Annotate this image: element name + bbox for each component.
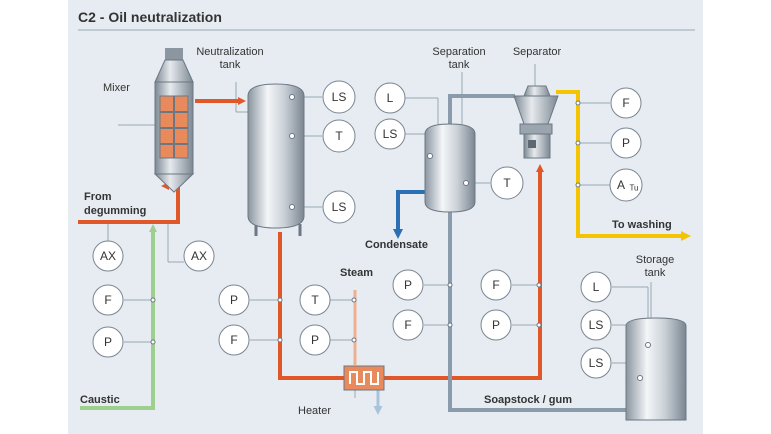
instrument-storage-ls-bottom: LS	[589, 356, 604, 370]
instrument-nline-flow: F	[230, 333, 237, 347]
instrument-ax-in: AX	[100, 249, 116, 263]
instrument-separator-turbidity: A	[617, 178, 625, 192]
condensate-line	[393, 190, 425, 239]
to-washing-line	[556, 90, 691, 241]
heater-label: Heater	[298, 405, 331, 417]
neutralization-tank-label-1: Neutralization	[196, 46, 263, 58]
sensor-point	[463, 180, 469, 186]
mixer	[153, 48, 195, 193]
separation-tank	[424, 123, 476, 213]
instrument-ntank-temp: T	[335, 129, 343, 143]
neutralization-tank-label-2: tank	[220, 59, 241, 71]
instrument-steam-pressure: P	[311, 333, 319, 347]
instrument-separator-turbidity-sub: Tu	[629, 184, 638, 193]
instrument-ax-out: AX	[191, 249, 207, 263]
sensor-point	[289, 204, 295, 210]
sensor-point	[289, 133, 295, 139]
page-title: C2 - Oil neutralization	[78, 9, 222, 25]
sensor-point	[645, 342, 651, 348]
instrument-ntank-ls-bottom: LS	[332, 200, 347, 214]
instrument-separator-pressure: P	[622, 136, 630, 150]
instrument-stank-temp: T	[503, 176, 511, 190]
soapstock-label: Soapstock / gum	[484, 394, 572, 406]
instrument-sepfeed-pressure: P	[492, 318, 500, 332]
neutralization-tank	[247, 83, 305, 236]
instrument-ntank-ls-top: LS	[332, 90, 347, 104]
storage-tank-label-2: tank	[645, 267, 666, 279]
steam-label: Steam	[340, 267, 373, 279]
instrument-storage-ls-top: LS	[589, 318, 604, 332]
soapstock-line	[448, 210, 639, 415]
instrument-storage-level: L	[593, 280, 600, 294]
instrument-nline-pressure: P	[230, 293, 238, 307]
sensor-point	[637, 375, 643, 381]
instrument-feed-flow: F	[104, 293, 111, 307]
caustic-line	[80, 224, 157, 410]
heater-line	[278, 164, 544, 380]
to-washing-label: To washing	[612, 219, 672, 231]
storage-tank	[625, 317, 687, 421]
instrument-bubbles	[92, 80, 643, 379]
separation-tank-label-1: Separation	[432, 46, 485, 58]
mixer-label: Mixer	[103, 82, 130, 94]
caustic-label: Caustic	[80, 394, 120, 406]
tank-to-separator-line	[448, 94, 515, 126]
line-tap-points	[150, 100, 581, 345]
heater	[343, 365, 385, 391]
storage-tank-label-1: Storage	[636, 254, 675, 266]
instrument-sepout-flow: F	[404, 318, 411, 332]
from-degumming-label-2: degumming	[84, 205, 146, 217]
instrument-sepfeed-flow: F	[492, 278, 499, 292]
sensor-point	[427, 153, 433, 159]
condensate-label: Condensate	[365, 239, 428, 251]
instrument-stank-ls: LS	[383, 127, 398, 141]
instrument-steam-temp: T	[311, 293, 319, 307]
instrument-separator-flow: F	[622, 96, 629, 110]
sensor-point	[289, 94, 295, 100]
instrument-feed-pressure: P	[104, 335, 112, 349]
instrument-sepout-pressure: P	[404, 278, 412, 292]
instrument-stank-level: L	[387, 91, 394, 105]
separator	[513, 85, 559, 159]
from-degumming-label-1: From	[84, 191, 112, 203]
separator-label: Separator	[513, 46, 562, 58]
separation-tank-label-2: tank	[449, 59, 470, 71]
